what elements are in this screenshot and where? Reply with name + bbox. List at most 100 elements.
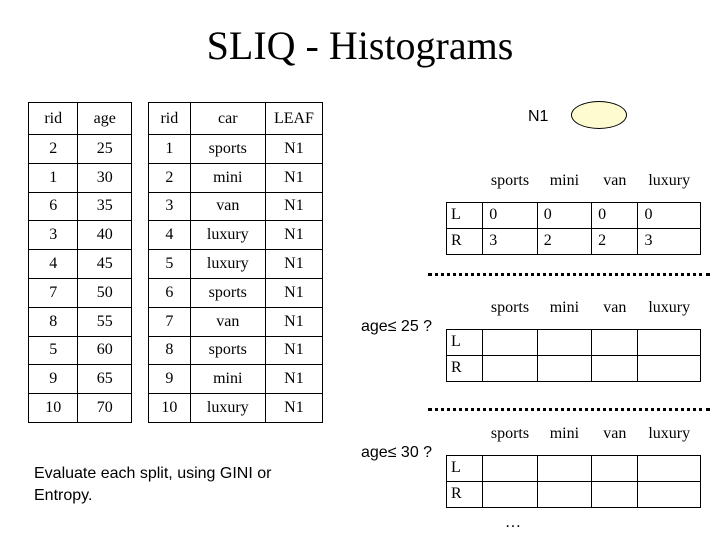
column-header: rid [148,102,191,135]
table-cell: 2 [148,162,191,193]
table-cell: 5 [27,335,79,366]
node-label: N1 [528,108,549,125]
side-label: R [445,354,484,382]
table-cell: N1 [264,191,324,222]
count-cell [637,354,701,382]
table-cell: N1 [264,393,324,423]
table-cell: van [189,191,266,222]
ellipsis: … [505,514,521,531]
count-cell [591,328,639,356]
count-cell: 2 [536,227,593,255]
class-header: van [603,425,627,442]
table-cell: 8 [148,335,191,366]
table-cell: 30 [77,162,132,193]
class-header: sports [490,425,530,442]
column-header: age [77,102,132,135]
table-cell: 65 [77,364,132,395]
column-header: LEAF [264,102,324,135]
table-cell: 3 [148,191,191,222]
table-cell: 9 [148,364,191,395]
table-cell: 45 [77,249,132,279]
table-cell: N1 [264,162,324,193]
side-label: L [445,454,484,482]
count-cell: 0 [536,201,593,229]
class-header: mini [549,425,580,442]
side-label: L [445,328,484,356]
table-cell: N1 [264,306,324,337]
split-label-age-25: age≤ 25 ? [361,318,433,335]
table-cell: van [189,306,266,337]
column-header: rid [27,102,79,135]
table-cell: sports [189,277,266,308]
side-label: R [445,227,484,255]
count-cell: 0 [637,201,701,229]
node-oval [571,101,627,129]
table-cell: 6 [148,277,191,308]
count-cell: 0 [482,201,538,229]
side-label: L [445,201,484,229]
histogram-row: R [445,480,701,508]
table-cell: N1 [264,134,324,164]
table-cell: 50 [77,277,132,308]
table-cell: mini [189,364,266,395]
count-cell: 0 [591,201,639,229]
table-cell: N1 [264,335,324,366]
table-cell: 25 [77,134,132,164]
table-cell: 10 [27,393,79,423]
table-cell: 60 [77,335,132,366]
table-cell: 2 [27,134,79,164]
class-header: sports [490,172,530,189]
table-cell: luxury [189,393,266,423]
table-cell: 10 [148,393,191,423]
separator-1 [428,273,710,276]
histogram-row: L [445,454,701,482]
class-header: van [603,172,627,189]
table-cell: N1 [264,249,324,279]
class-header: mini [549,299,580,316]
count-cell [482,354,538,382]
histogram-header-row: sports mini van luxury [447,172,701,202]
table-cell: 35 [77,191,132,222]
table-cell: luxury [189,220,266,251]
table-cell: 4 [27,249,79,279]
count-cell: 3 [637,227,701,255]
class-header: luxury [648,172,691,189]
table-cell: 4 [148,220,191,251]
table-cell: 55 [77,306,132,337]
count-cell [536,328,593,356]
table-cell: 1 [148,134,191,164]
table-cell: 6 [27,191,79,222]
corner-cell [447,425,483,455]
table-cell: sports [189,335,266,366]
split-label-age-30: age≤ 30 ? [361,444,433,461]
corner-cell [447,299,483,329]
table-cell: N1 [264,277,324,308]
count-cell: 3 [482,227,538,255]
class-header: mini [549,172,580,189]
